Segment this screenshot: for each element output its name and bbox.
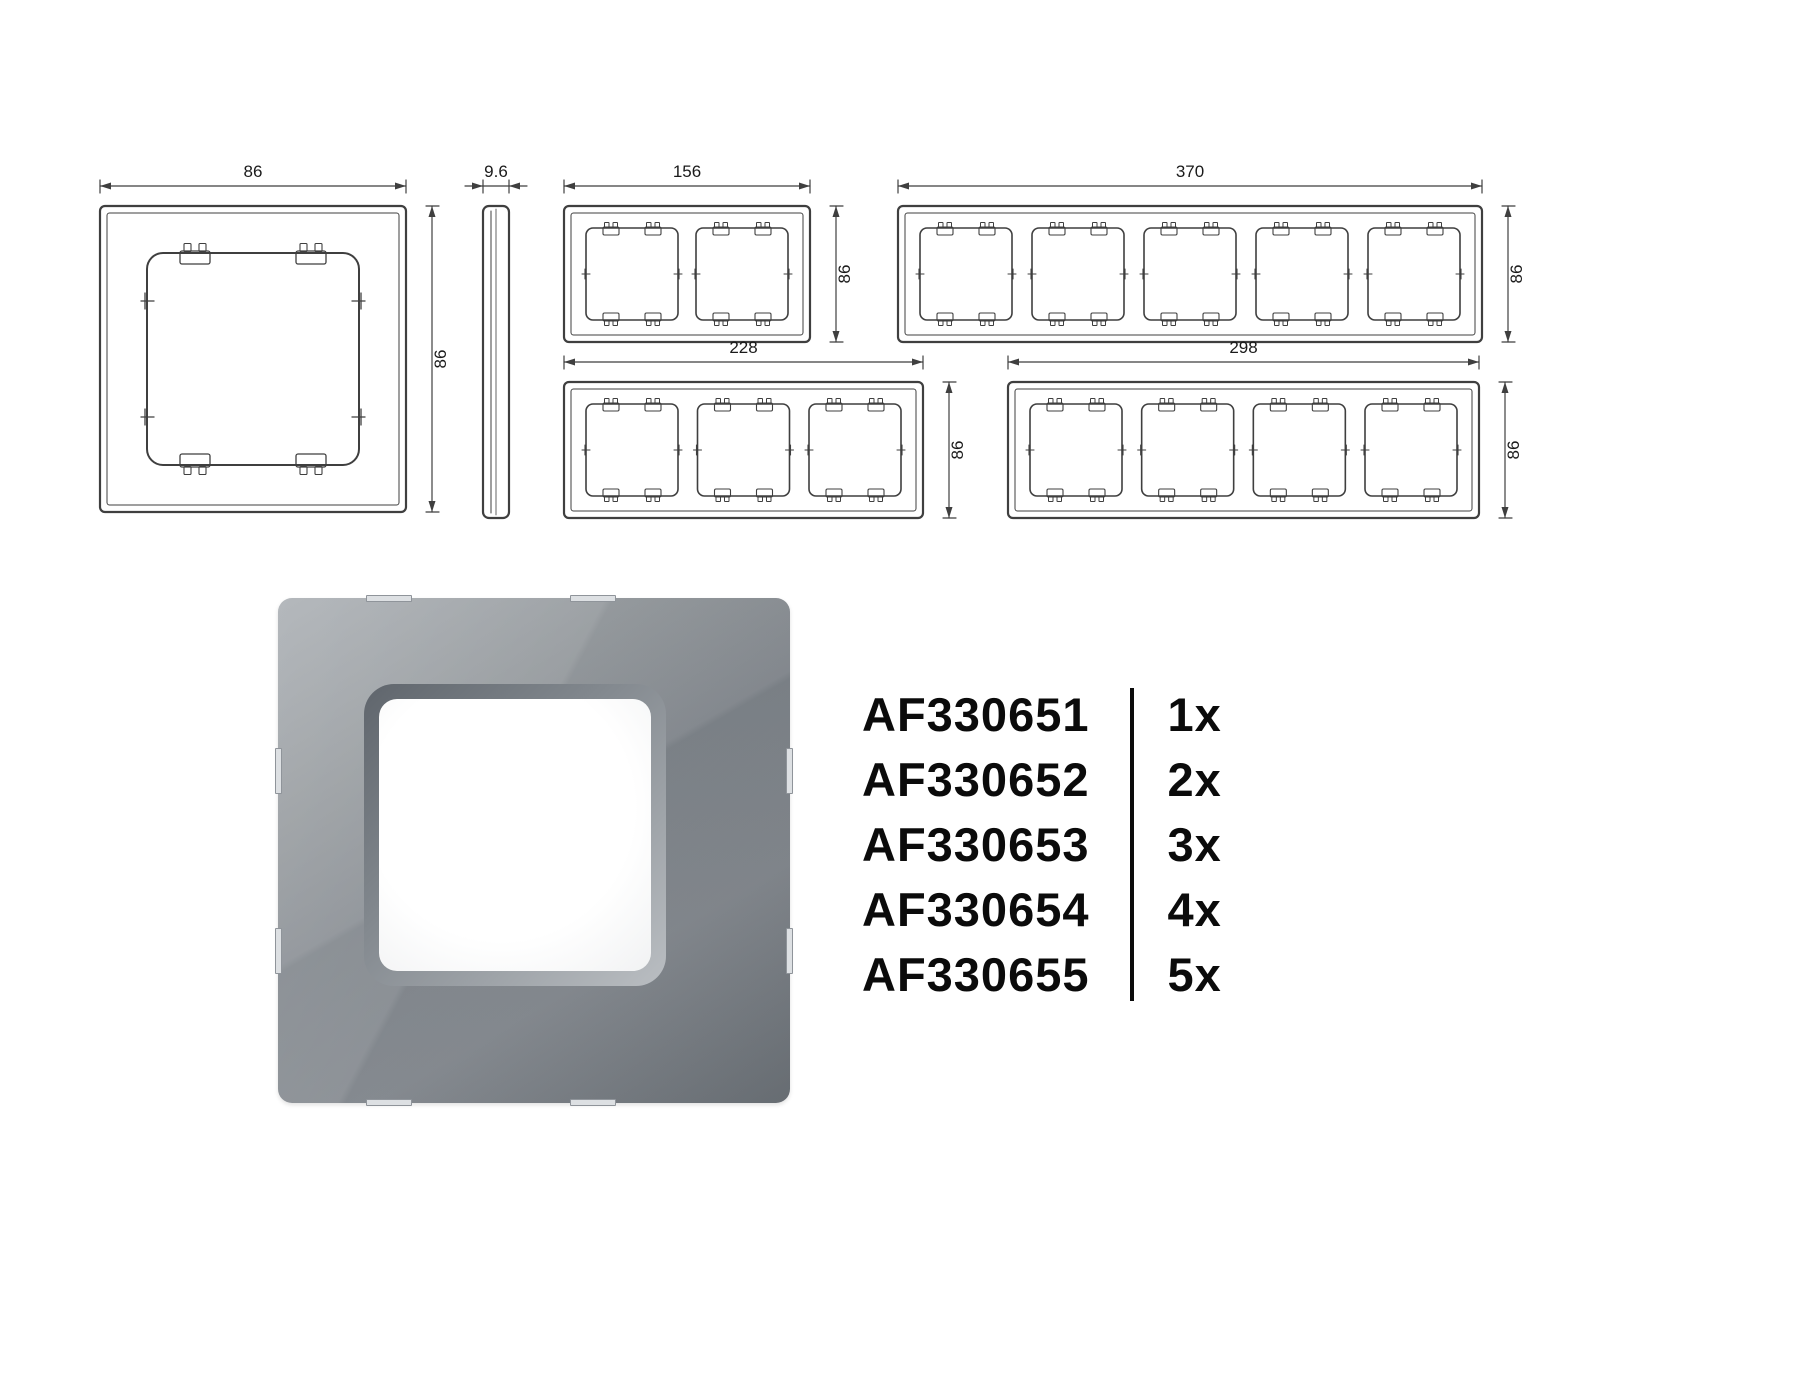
frame-opening [379,699,651,971]
technical-view-svg: 156 86 [562,162,854,344]
dimension-label: 86 [431,350,450,369]
frame-inner-bezel [364,684,666,986]
front-view-4gang: 298 86 [996,336,1542,544]
product-qty-column: 1x 2x 3x 4x 5x [1168,682,1222,1007]
frame-clip-mark [570,595,616,602]
product-code-column: AF330651 AF330652 AF330653 AF330654 AF33… [862,682,1090,1007]
dimension-label: 86 [948,441,967,460]
product-qty: 2x [1167,753,1222,806]
technical-view-svg: 86 86 [98,162,450,514]
product-qty: 5x [1167,948,1222,1001]
frame-clip-mark [786,928,793,974]
frame-clip-mark [275,748,282,794]
dimension-label: 298 [1229,338,1257,357]
product-code: AF330655 [862,948,1090,1001]
product-code: AF330653 [862,818,1090,871]
side-profile-view: 9.6 [455,160,565,536]
product-qty: 4x [1167,883,1222,936]
dimension-label: 370 [1176,162,1204,181]
technical-view-svg: 9.6 [464,162,528,520]
frame-clip-mark [366,1099,412,1106]
front-view-3gang: 228 86 [552,336,988,544]
divider-line [1129,688,1134,1001]
product-code: AF330651 [862,688,1090,741]
product-variant-list: AF330651 AF330652 AF330653 AF330654 AF33… [862,682,1222,1007]
frame-clip-mark [570,1099,616,1106]
product-code: AF330654 [862,883,1090,936]
technical-view-svg: 228 86 [562,338,967,520]
dimension-label: 86 [1507,265,1526,284]
technical-view-svg: 298 86 [1006,338,1523,520]
dimension-label: 9.6 [484,162,508,181]
frame-clip-mark [275,928,282,974]
frame-3d-render [275,595,793,1106]
dimension-label: 86 [835,265,854,284]
frame-clip-mark [786,748,793,794]
frame-clip-mark [366,595,412,602]
dimension-label: 86 [1504,441,1523,460]
technical-view-svg: 370 86 [896,162,1526,344]
product-qty: 1x [1167,688,1222,741]
dimension-label: 156 [673,162,701,181]
front-view-2gang: 156 86 [552,160,888,368]
dimension-label: 228 [729,338,757,357]
front-view-5gang: 370 86 [886,160,1542,368]
product-code: AF330652 [862,753,1090,806]
product-qty: 3x [1167,818,1222,871]
front-view-1gang: 86 86 [90,160,462,536]
dimension-label: 86 [244,162,263,181]
